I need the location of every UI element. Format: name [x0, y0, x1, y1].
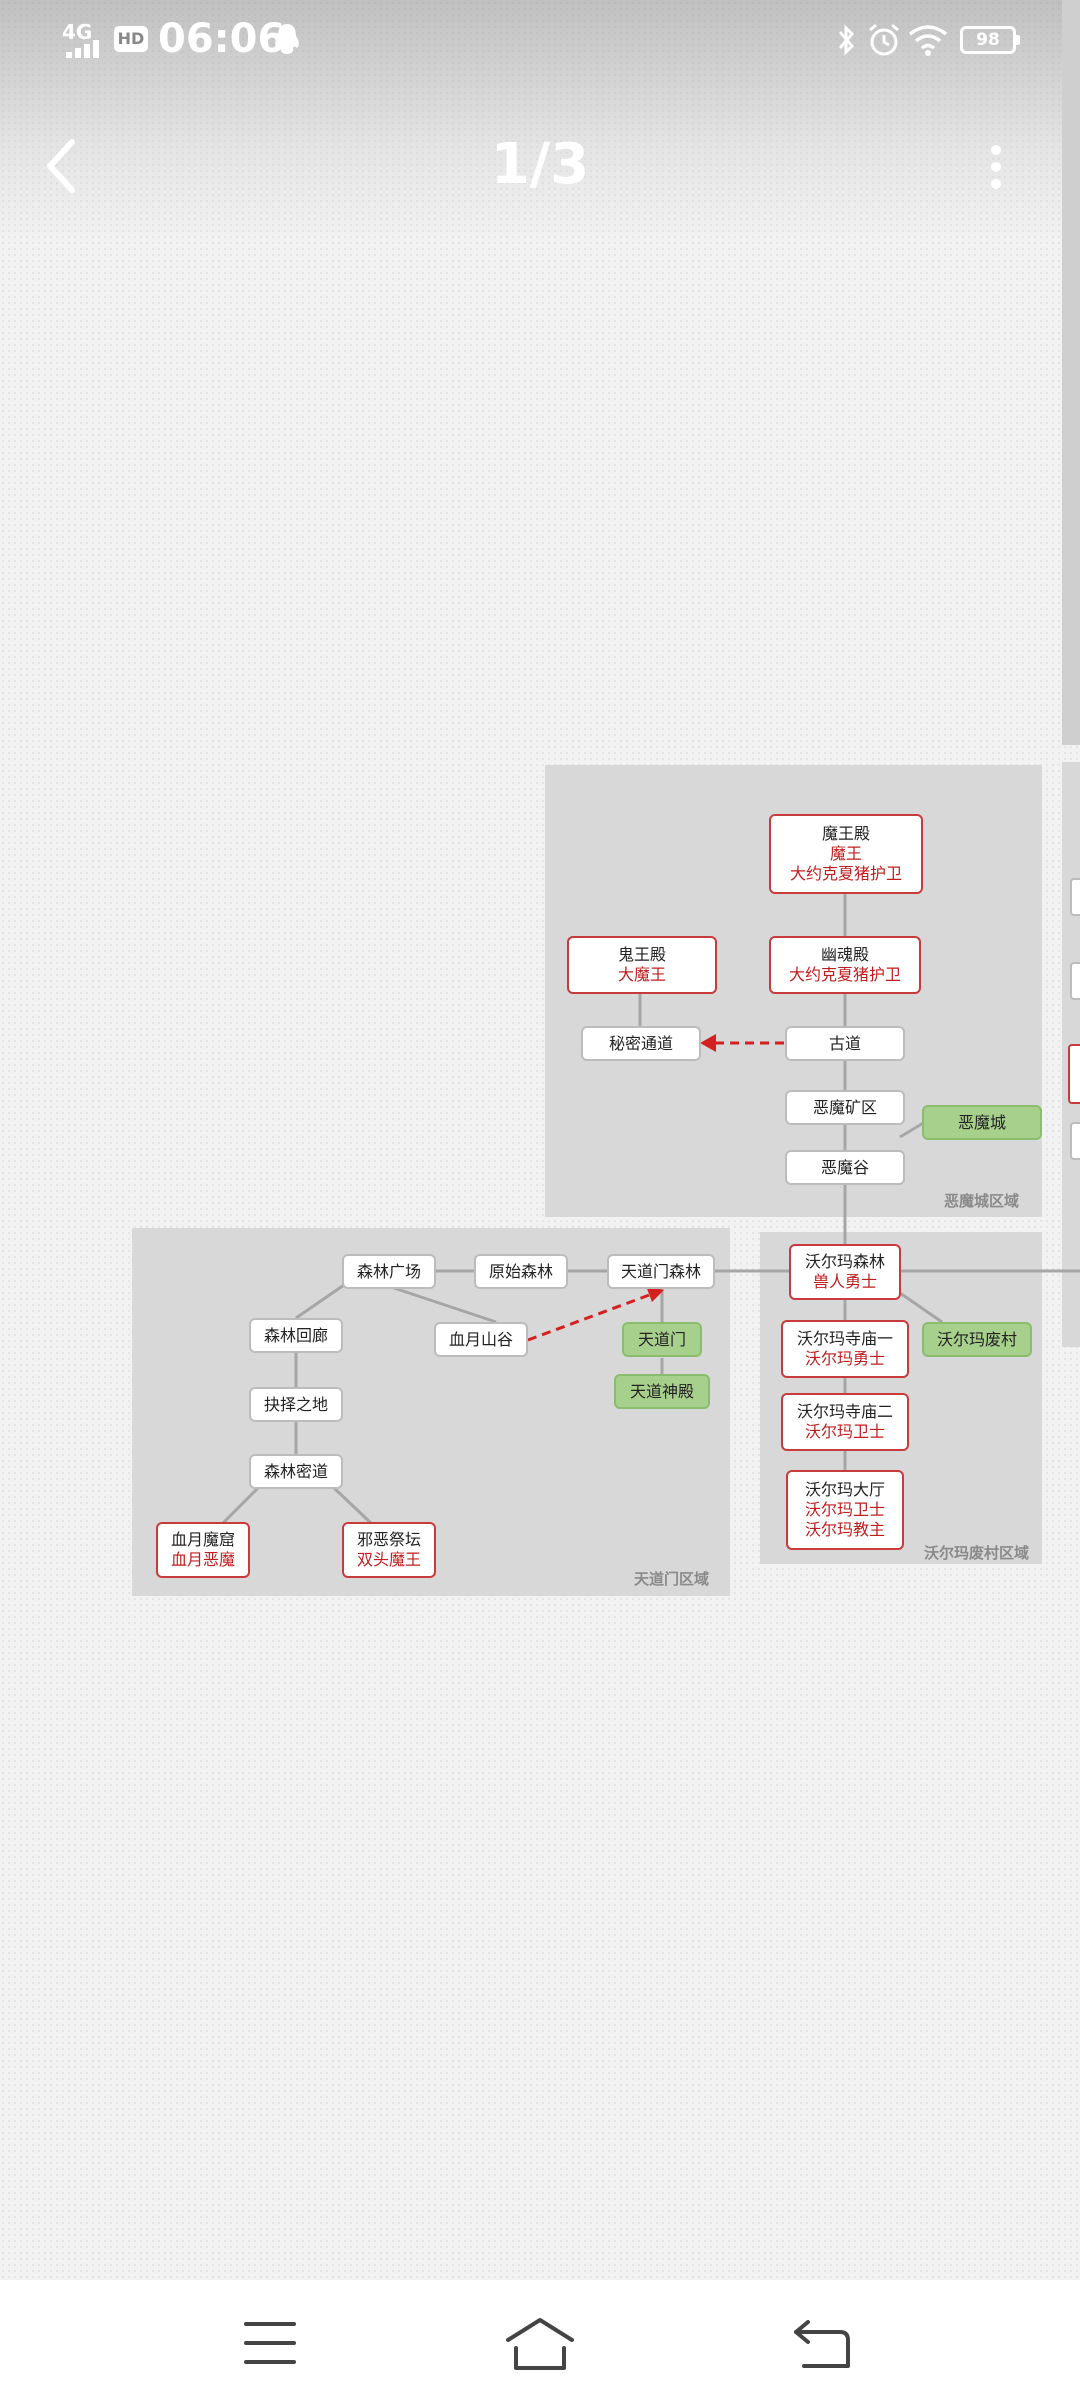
node-title: 天道门	[637, 1329, 686, 1349]
node-boss: 魔王	[829, 844, 862, 863]
node-title: 血月魔窟	[170, 1530, 235, 1549]
more-vertical-icon[interactable]	[986, 142, 1006, 192]
node-senlin-midao: 森林密道	[249, 1454, 343, 1489]
home-icon[interactable]	[504, 2316, 576, 2372]
node-emo-kuangqu: 恶魔矿区	[785, 1090, 905, 1125]
wifi-icon	[908, 25, 948, 56]
next-page-peek-node	[1070, 878, 1080, 916]
page-counter: 1/3	[490, 132, 590, 197]
node-boss: 大约克夏猪护卫	[788, 965, 901, 984]
battery-icon: 98	[960, 26, 1016, 54]
top-shade	[0, 0, 1080, 240]
alarm-icon	[869, 23, 899, 56]
node-title: 天道神殿	[629, 1381, 694, 1401]
node-title: 鬼王殿	[617, 945, 666, 964]
node-emo-gu: 恶魔谷	[785, 1150, 905, 1185]
next-page-peek-node	[1070, 1122, 1080, 1160]
node-woerma-dating: 沃尔玛大厅 沃尔玛卫士 沃尔玛教主	[786, 1470, 904, 1550]
node-woerma-simiao1: 沃尔玛寺庙一 沃尔玛勇士	[781, 1320, 909, 1378]
node-title: 血月山谷	[448, 1329, 513, 1349]
node-title: 森林广场	[356, 1261, 421, 1281]
node-title: 邪恶祭坛	[356, 1530, 421, 1549]
bluetooth-icon	[838, 24, 855, 56]
node-emo-cheng: 恶魔城	[922, 1105, 1042, 1140]
node-tiandaomen: 天道门	[622, 1322, 702, 1357]
qq-notification-icon	[275, 24, 299, 54]
node-title: 秘密通道	[608, 1033, 673, 1053]
node-title: 森林密道	[263, 1461, 328, 1481]
clock: 06:06	[158, 16, 286, 62]
node-woerma-feicun: 沃尔玛废村	[922, 1322, 1032, 1357]
node-boss: 双头魔王	[356, 1550, 421, 1569]
map-edges	[220, 893, 1080, 1526]
battery-level: 98	[976, 30, 1000, 50]
node-title: 沃尔玛寺庙二	[796, 1402, 893, 1421]
node-title: 沃尔玛废村	[936, 1329, 1017, 1349]
node-mowang-dian: 魔王殿 魔王 大约克夏猪护卫	[769, 814, 923, 894]
status-bar: 4G HD 06:06 98	[0, 0, 1080, 80]
node-boss: 大魔王	[617, 965, 666, 984]
node-boss: 兽人勇士	[812, 1272, 877, 1291]
node-title: 恶魔矿区	[812, 1097, 877, 1117]
node-boss: 血月恶魔	[170, 1550, 235, 1569]
node-title: 恶魔谷	[820, 1157, 869, 1177]
node-tiandao-shendian: 天道神殿	[614, 1374, 710, 1409]
hd-badge: HD	[114, 26, 148, 52]
region-label-woerma: 沃尔玛废村区域	[924, 1544, 1030, 1562]
node-boss: 沃尔玛卫士	[804, 1500, 885, 1519]
node-xueyue-shangu: 血月山谷	[434, 1322, 528, 1357]
node-boss: 大约克夏猪护卫	[789, 864, 902, 883]
node-title: 天道门森林	[620, 1261, 701, 1281]
network-label: 4G	[62, 20, 93, 44]
node-xueyue-moku: 血月魔窟 血月恶魔	[156, 1522, 250, 1578]
node-woerma-senlin: 沃尔玛森林 兽人勇士	[789, 1244, 901, 1300]
node-boss: 沃尔玛教主	[804, 1520, 885, 1539]
node-title: 沃尔玛寺庙一	[796, 1329, 893, 1348]
back-chevron-left-icon[interactable]	[40, 136, 80, 196]
next-page-peek-top	[1062, 0, 1080, 745]
navigation-bar	[0, 2280, 1080, 2408]
node-title: 原始森林	[488, 1261, 553, 1281]
node-gudao: 古道	[785, 1026, 905, 1061]
node-woerma-simiao2: 沃尔玛寺庙二 沃尔玛卫士	[781, 1393, 909, 1451]
menu-icon[interactable]	[244, 2320, 296, 2366]
node-gui-wang-dian: 鬼王殿 大魔王	[567, 936, 717, 994]
node-youhun-dian: 幽魂殿 大约克夏猪护卫	[769, 936, 921, 994]
node-title: 抉择之地	[263, 1394, 328, 1414]
return-icon[interactable]	[792, 2318, 852, 2370]
node-yuanshi-senlin: 原始森林	[474, 1254, 568, 1289]
node-title: 森林回廊	[263, 1325, 328, 1345]
signal-icon	[66, 40, 99, 58]
battery-tip	[1016, 35, 1020, 45]
node-boss: 沃尔玛卫士	[804, 1422, 885, 1441]
node-tiandaomen-senlin: 天道门森林	[607, 1254, 715, 1289]
node-xie-e-jitan: 邪恶祭坛 双头魔王	[342, 1522, 436, 1578]
node-mimi-tongdao: 秘密通道	[581, 1026, 701, 1061]
node-title: 幽魂殿	[820, 945, 869, 964]
next-page-peek-node	[1068, 1044, 1080, 1104]
next-page-peek-node	[1070, 962, 1080, 1000]
node-senlin-guangchang: 森林广场	[342, 1254, 436, 1289]
region-label-demon-city: 恶魔城区域	[944, 1192, 1020, 1210]
node-title: 古道	[828, 1033, 861, 1053]
region-label-tiandao: 天道门区域	[634, 1570, 710, 1588]
node-jueze-zhidi: 抉择之地	[249, 1387, 343, 1422]
node-title: 魔王殿	[821, 824, 870, 843]
node-title: 恶魔城	[957, 1112, 1006, 1132]
node-title: 沃尔玛森林	[804, 1252, 885, 1271]
node-boss: 沃尔玛勇士	[804, 1349, 885, 1368]
node-title: 沃尔玛大厅	[804, 1480, 885, 1499]
node-senlin-huilang: 森林回廊	[249, 1318, 343, 1353]
map-image: 恶魔城区域 天道门区域 沃尔玛废村区域	[132, 765, 1080, 1596]
